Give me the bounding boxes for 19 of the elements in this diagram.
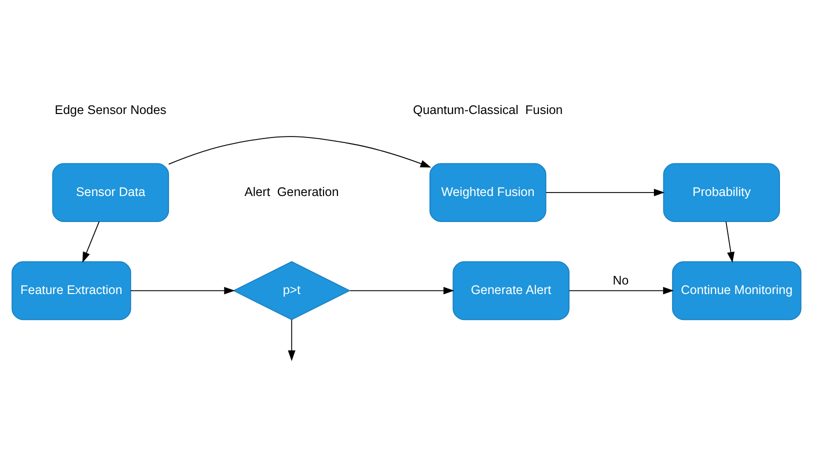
edge-label: No — [612, 273, 629, 288]
label: Alert Generation — [244, 184, 339, 198]
label: Edge Sensor Nodes — [54, 102, 166, 116]
node-diamond: p>t — [232, 260, 351, 320]
node-box: Sensor Data — [52, 162, 170, 222]
label: Quantum-Classical Fusion — [413, 102, 563, 116]
node-box: Probability — [663, 162, 780, 222]
node-box: Weighted Fusion — [429, 162, 546, 222]
arrow — [168, 136, 432, 167]
node-box: Generate Alert — [452, 260, 570, 320]
arrow — [130, 286, 235, 294]
arrow — [82, 220, 100, 262]
arrow — [568, 286, 674, 294]
node-box: Continue Monitoring — [672, 260, 802, 320]
arrow — [726, 220, 735, 262]
arrow — [546, 188, 665, 196]
arrow — [350, 286, 454, 294]
arrow — [288, 318, 296, 361]
node-box: Feature Extraction — [12, 260, 132, 320]
